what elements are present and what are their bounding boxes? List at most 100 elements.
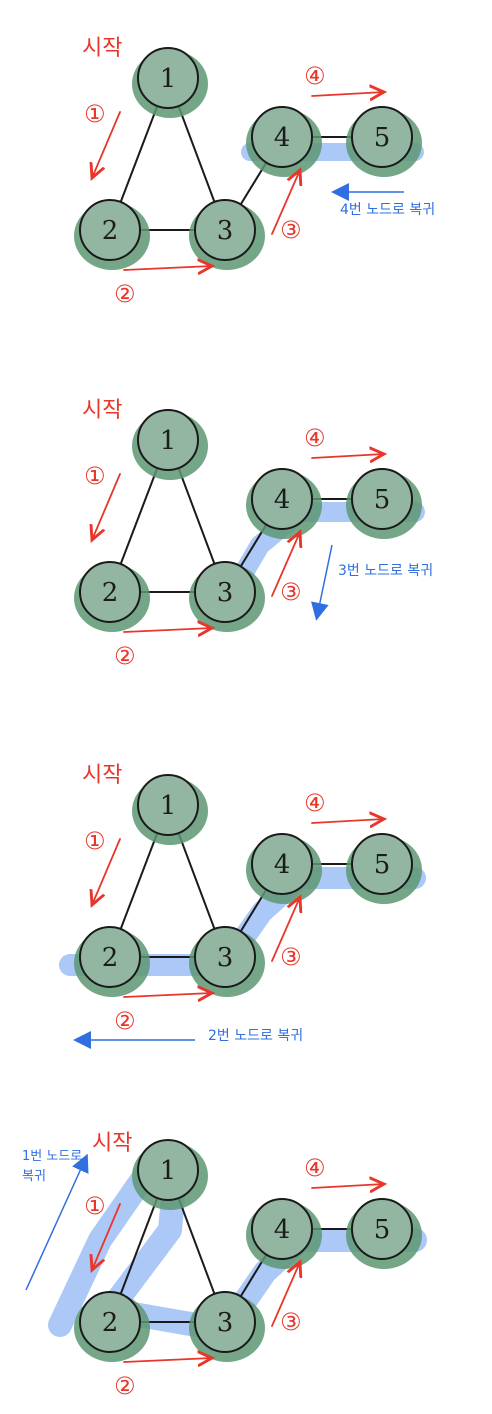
- graph-node-4: 4: [246, 833, 322, 904]
- step-3-arrow: [271, 1262, 300, 1327]
- node-label: 2: [102, 943, 119, 973]
- node-circle: [79, 1291, 141, 1353]
- step-2-label: ②: [114, 642, 136, 670]
- graph-node-3: 3: [189, 926, 265, 997]
- node-label: 2: [102, 1308, 119, 1338]
- step-4-arrow: [311, 819, 384, 823]
- node-label: 5: [374, 850, 391, 880]
- node-label: 5: [374, 485, 391, 515]
- node-circle: [251, 1198, 313, 1260]
- step-4-arrow: [311, 92, 384, 96]
- step-4-label: ④: [304, 62, 326, 90]
- step-3-arrow: [271, 897, 300, 962]
- graph-node-1: 1: [132, 409, 208, 480]
- graph-node-2: 2: [74, 561, 150, 632]
- node-label: 2: [102, 578, 119, 608]
- dfs-panel-1: 1 2 3 4 5 시작 ① ② ③ ④ 4번 노드로 복귀: [74, 36, 435, 308]
- node-circle: [351, 1198, 413, 1260]
- step-1-label: ①: [84, 100, 106, 128]
- graph-node-4: 4: [246, 1198, 322, 1269]
- node-label: 1: [160, 64, 177, 94]
- node-label: 2: [102, 216, 119, 246]
- return-note: 4번 노드로 복귀: [340, 202, 435, 218]
- graph-node-1: 1: [132, 774, 208, 845]
- graph-node-2: 2: [74, 199, 150, 270]
- step-4-label: ④: [304, 424, 326, 452]
- node-circle: [194, 199, 256, 261]
- start-label: 시작: [82, 763, 122, 788]
- step-1-arrow: [92, 1203, 121, 1270]
- node-circle: [194, 926, 256, 988]
- node-circle: [137, 47, 199, 109]
- node-circle: [137, 774, 199, 836]
- graph-node-3: 3: [189, 561, 265, 632]
- step-4-arrow: [311, 1184, 384, 1188]
- step-1-label: ①: [84, 462, 106, 490]
- step-3-label: ③: [280, 943, 302, 971]
- backtrack-highlight: [59, 867, 426, 976]
- graph-node-4: 4: [246, 106, 322, 177]
- step-2-label: ②: [114, 280, 136, 308]
- step-3-label: ③: [280, 578, 302, 606]
- step-4-label: ④: [304, 789, 326, 817]
- graph-node-5: 5: [346, 1198, 422, 1269]
- return-arrow: [311, 544, 333, 621]
- step-1-arrow: [92, 838, 121, 905]
- return-note: 3번 노드로 복귀: [338, 563, 433, 579]
- node-label: 4: [274, 123, 291, 153]
- step-2-arrow: [123, 1358, 212, 1362]
- step-2-arrow: [123, 266, 212, 270]
- graph-node-1: 1: [132, 47, 208, 118]
- start-label: 시작: [82, 398, 122, 423]
- step-3-arrow: [271, 170, 300, 235]
- node-circle: [351, 833, 413, 895]
- step-2-arrow: [123, 993, 212, 997]
- node-circle: [251, 833, 313, 895]
- start-label: 시작: [82, 36, 122, 61]
- graph-node-3: 3: [189, 1291, 265, 1362]
- node-label: 3: [217, 1308, 234, 1338]
- node-circle: [351, 468, 413, 530]
- step-2-arrow: [123, 628, 212, 632]
- step-2-label: ②: [114, 1372, 136, 1400]
- step-2-label: ②: [114, 1007, 136, 1035]
- node-label: 5: [374, 1215, 391, 1245]
- node-circle: [79, 561, 141, 623]
- node-label: 1: [160, 426, 177, 456]
- step-3-label: ③: [280, 1308, 302, 1336]
- return-note: 2번 노드로 복귀: [208, 1028, 303, 1044]
- graph-node-5: 5: [346, 468, 422, 539]
- graph-node-4: 4: [246, 468, 322, 539]
- node-circle: [137, 409, 199, 471]
- node-circle: [79, 926, 141, 988]
- graph-node-2: 2: [74, 1291, 150, 1362]
- step-1-label: ①: [84, 1192, 106, 1220]
- graph-node-5: 5: [346, 833, 422, 904]
- graph-node-5: 5: [346, 106, 422, 177]
- return-arrow: [25, 1153, 89, 1291]
- node-label: 4: [274, 850, 291, 880]
- node-circle: [351, 106, 413, 168]
- step-3-label: ③: [280, 216, 302, 244]
- step-3-arrow: [271, 532, 300, 597]
- node-label: 3: [217, 578, 234, 608]
- node-label: 1: [160, 1156, 177, 1186]
- step-4-label: ④: [304, 1154, 326, 1182]
- node-label: 4: [274, 1215, 291, 1245]
- node-label: 5: [374, 123, 391, 153]
- node-circle: [251, 106, 313, 168]
- node-circle: [194, 561, 256, 623]
- node-circle: [79, 199, 141, 261]
- node-label: 4: [274, 485, 291, 515]
- graph-node-1: 1: [132, 1139, 208, 1210]
- start-label: 시작: [92, 1131, 132, 1156]
- node-label: 3: [217, 943, 234, 973]
- step-4-arrow: [311, 454, 384, 458]
- node-label: 3: [217, 216, 234, 246]
- node-circle: [194, 1291, 256, 1353]
- step-1-arrow: [92, 111, 121, 178]
